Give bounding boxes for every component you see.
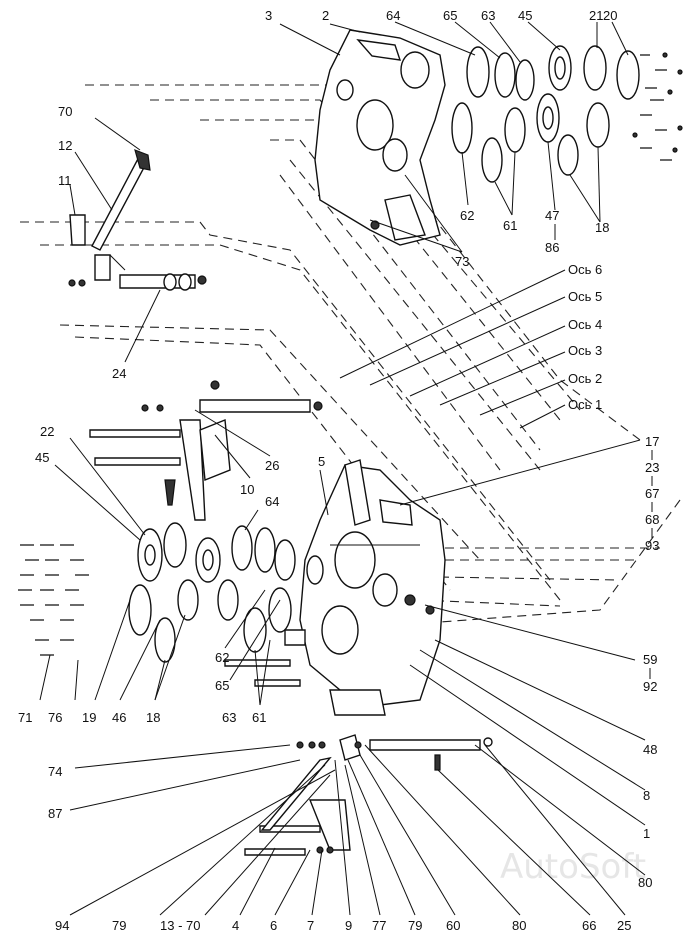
axis-lines [20,84,681,623]
label-23: 23 [645,460,659,475]
label-20: 20 [603,8,617,23]
label-47: 47 [545,208,559,223]
label-62: 62 [460,208,474,223]
label-46: 46 [112,710,126,725]
label-12: 12 [58,138,72,153]
label-64: 64 [386,8,400,23]
label-61: 61 [503,218,517,233]
label-79-left: 79 [112,918,126,933]
label-10: 10 [240,482,254,497]
axis-labels: Ось 6 Ось 5 Ось 4 Ось 3 Ось 2 Ось 1 [568,262,602,412]
lower-housing [284,459,446,716]
label-73: 73 [455,254,469,269]
label-5: 5 [318,454,325,469]
label-86: 86 [545,240,559,255]
label-22: 22 [40,424,54,439]
label-77: 77 [372,918,386,933]
upper-bolts [632,52,683,161]
axis-label-6: Ось 6 [568,262,602,277]
label-3: 3 [265,8,272,23]
label-68: 68 [645,512,659,527]
label-7: 7 [307,918,314,933]
label-74: 74 [48,764,62,779]
label-17: 17 [645,434,659,449]
label-76: 76 [48,710,62,725]
label-71: 71 [18,710,32,725]
label-4: 4 [232,918,239,933]
upper-housing [314,29,446,246]
label-26: 26 [265,458,279,473]
lower-left-bolts [18,544,89,656]
label-48: 48 [643,742,657,757]
label-80: 80 [638,875,652,890]
label-79-right: 79 [408,918,422,933]
label-59: 59 [643,652,657,667]
label-21: 21 [589,8,603,23]
label-60: 60 [446,918,460,933]
label-87: 87 [48,806,62,821]
label-92: 92 [643,679,657,694]
label-8: 8 [643,788,650,803]
label-65-mid: 65 [215,678,229,693]
label-2: 2 [322,8,329,23]
label-25: 25 [617,918,631,933]
axis-label-4: Ось 4 [568,317,602,332]
label-62-mid: 62 [215,650,229,665]
label-63-mid: 63 [222,710,236,725]
label-45-mid: 45 [35,450,49,465]
label-94: 94 [55,918,69,933]
label-80-bottom: 80 [512,918,526,933]
axis-label-2: Ось 2 [568,371,602,386]
label-45: 45 [518,8,532,23]
axis-label-1: Ось 1 [568,397,602,412]
upper-lever-assembly [68,149,207,291]
label-64-mid: 64 [265,494,279,509]
label-18: 18 [595,220,609,235]
axis-label-5: Ось 5 [568,289,602,304]
part-labels-mid: 22 45 26 10 5 64 17 23 67 68 93 62 65 63… [35,424,659,890]
label-11: 11 [58,173,72,188]
label-18-bottom: 18 [146,710,160,725]
upper-gaskets [451,45,640,183]
label-24: 24 [112,366,126,381]
label-13-70: 13 - 70 [160,918,200,933]
label-61-mid: 61 [252,710,266,725]
label-9: 9 [345,918,352,933]
label-19: 19 [82,710,96,725]
label-70: 70 [58,104,72,119]
axis-label-3: Ось 3 [568,343,602,358]
label-6: 6 [270,918,277,933]
part-labels-bottom: 71 76 19 46 18 74 87 94 79 13 - 70 4 6 7… [18,710,631,933]
watermark: AutoSoft [500,847,646,887]
label-66: 66 [582,918,596,933]
middle-shafts [89,380,323,521]
label-63: 63 [481,8,495,23]
label-67: 67 [645,486,659,501]
label-1: 1 [643,826,650,841]
label-93: 93 [645,538,659,553]
leader-lines [39,21,646,916]
label-65: 65 [443,8,457,23]
part-labels-top: 3 2 64 65 63 45 21 20 70 12 11 24 62 61 … [58,8,617,381]
lower-gaskets [128,522,296,663]
